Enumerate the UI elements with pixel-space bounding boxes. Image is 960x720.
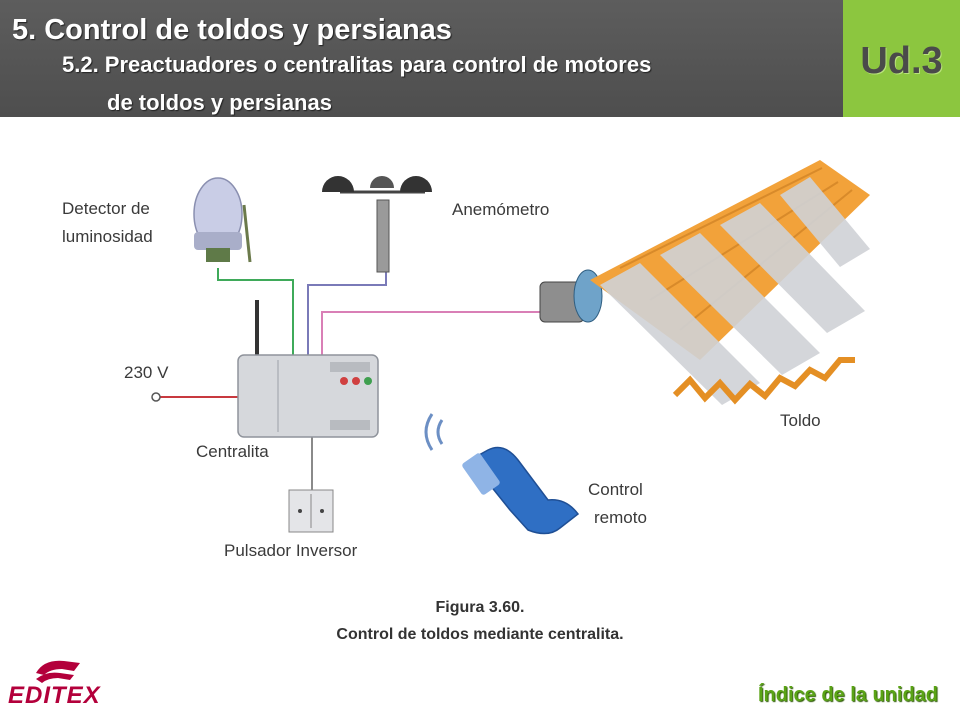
awning-control-diagram: Detector de luminosidad Anemómetro 230 V…	[62, 160, 870, 560]
slide-subtitle-line1: 5.2. Preactuadores o centralitas para co…	[62, 52, 652, 77]
power-terminal	[151, 392, 161, 402]
editex-logo-icon	[36, 660, 80, 683]
unit-badge: Ud.3	[843, 0, 960, 117]
unit-label: Ud.3	[860, 40, 943, 82]
remote-control-icon	[424, 413, 580, 535]
light-detector-icon	[193, 177, 252, 263]
label-remote-1: Control	[588, 480, 643, 499]
label-awning: Toldo	[780, 411, 821, 430]
slide-title: 5. Control de toldos y persianas	[12, 14, 452, 46]
label-control-unit: Centralita	[196, 442, 269, 461]
reverse-switch-icon	[288, 489, 334, 533]
slide-subtitle-line2: de toldos y persianas	[107, 90, 332, 115]
awning-icon	[590, 160, 870, 405]
control-unit-icon	[237, 300, 379, 438]
motor-icon	[539, 269, 603, 323]
unit-index-link[interactable]: Índice de la unidad	[757, 684, 938, 706]
label-voltage: 230 V	[124, 363, 169, 382]
slide-header: 5. Control de toldos y persianas 5.2. Pr…	[0, 0, 843, 117]
label-reverse-switch: Pulsador Inversor	[224, 541, 358, 560]
figure-number: Figura 3.60.	[435, 599, 525, 616]
editex-logo-text: EDITEX	[8, 682, 101, 709]
wire-light-detector	[217, 268, 294, 357]
wire-motor	[321, 311, 545, 357]
label-light-detector-2: luminosidad	[62, 227, 153, 246]
figure-caption: Control de toldos mediante centralita.	[336, 626, 624, 643]
wire-anemometer	[307, 270, 387, 357]
label-anemometer: Anemómetro	[452, 200, 549, 219]
label-light-detector-1: Detector de	[62, 199, 150, 218]
anemometer-icon	[322, 176, 432, 273]
label-remote-2: remoto	[594, 508, 647, 527]
